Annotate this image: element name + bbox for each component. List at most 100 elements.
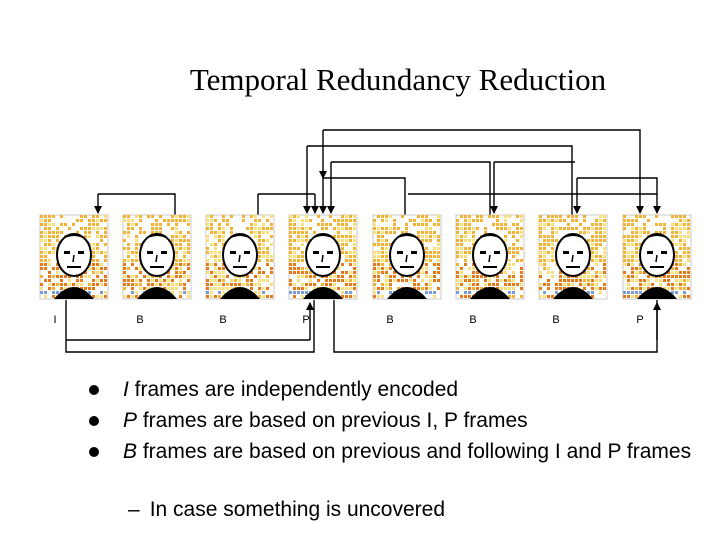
pixel-block — [520, 247, 523, 250]
pixel-block — [679, 295, 682, 298]
pixel-block — [96, 267, 99, 270]
pixel-block — [210, 215, 213, 218]
pixel-block — [341, 271, 344, 274]
pixel-block — [96, 263, 99, 266]
pixel-block — [254, 231, 257, 234]
pixel-block — [599, 235, 602, 238]
pixel-block — [655, 231, 658, 234]
pixel-block — [52, 283, 55, 286]
pixel-block — [127, 231, 130, 234]
pixel-block — [437, 243, 440, 246]
pixel-block — [671, 239, 674, 242]
pixel-block — [250, 283, 253, 286]
pixel-block — [468, 223, 471, 226]
pixel-block — [56, 275, 59, 278]
pixel-block — [425, 275, 428, 278]
pixel-block — [551, 239, 554, 242]
pixel-block — [456, 275, 459, 278]
pixel-block — [385, 251, 388, 254]
pixel-block — [305, 287, 308, 290]
pixel-block — [349, 291, 352, 294]
pixel-block — [289, 255, 292, 258]
pixel-block — [627, 235, 630, 238]
pixel-block — [687, 251, 690, 254]
pixel-block — [289, 279, 292, 282]
nose-shape — [405, 254, 408, 263]
pixel-block — [373, 259, 376, 262]
pixel-block — [520, 275, 523, 278]
pixel-block — [353, 259, 356, 262]
pixel-block — [639, 215, 642, 218]
pixel-block — [353, 255, 356, 258]
pixel-block — [262, 271, 265, 274]
pixel-block — [381, 283, 384, 286]
pixel-block — [131, 223, 134, 226]
pixel-block — [96, 219, 99, 222]
pixel-block — [96, 279, 99, 282]
pixel-block — [508, 227, 511, 230]
pixel-block — [270, 223, 273, 226]
pixel-block — [639, 291, 642, 294]
pixel-block — [543, 227, 546, 230]
pixel-block — [417, 215, 420, 218]
pixel-block — [456, 247, 459, 250]
pixel-block — [437, 259, 440, 262]
pixel-block — [293, 239, 296, 242]
pixel-block — [603, 231, 606, 234]
pixel-block — [460, 251, 463, 254]
pixel-block — [167, 283, 170, 286]
pixel-block — [623, 271, 626, 274]
pixel-block — [56, 263, 59, 266]
pixel-block — [559, 275, 562, 278]
nose-shape — [238, 254, 241, 263]
pixel-block — [631, 231, 634, 234]
pixel-block — [104, 243, 107, 246]
pixel-block — [341, 215, 344, 218]
pixel-block — [88, 283, 91, 286]
pixel-block — [179, 295, 182, 298]
pixel-block — [238, 283, 241, 286]
pixel-block — [456, 227, 459, 230]
pixel-block — [460, 247, 463, 250]
pixel-block — [40, 287, 43, 290]
pixel-block — [595, 287, 598, 290]
connector-line — [577, 177, 658, 194]
pixel-block — [429, 219, 432, 222]
pixel-block — [341, 295, 344, 298]
pixel-block — [258, 231, 261, 234]
pixel-block — [421, 239, 424, 242]
pixel-block — [571, 215, 574, 218]
pixel-block — [135, 239, 138, 242]
pixel-block — [563, 283, 566, 286]
pixel-block — [575, 219, 578, 222]
pixel-block — [543, 259, 546, 262]
pixel-block — [635, 259, 638, 262]
pixel-block — [345, 279, 348, 282]
pixel-block — [663, 227, 666, 230]
pixel-block — [353, 263, 356, 266]
pixel-block — [425, 223, 428, 226]
pixel-block — [127, 227, 130, 230]
pixel-block — [663, 231, 666, 234]
pixel-block — [512, 235, 515, 238]
pixel-block — [563, 287, 566, 290]
pixel-block — [40, 247, 43, 250]
pixel-block — [187, 267, 190, 270]
pixel-block — [683, 239, 686, 242]
pixel-block — [413, 223, 416, 226]
pixel-block — [679, 247, 682, 250]
pixel-block — [40, 291, 43, 294]
pixel-block — [266, 279, 269, 282]
pixel-block — [258, 219, 261, 222]
pixel-block — [547, 287, 550, 290]
pixel-block — [100, 227, 103, 230]
pixel-block — [159, 227, 162, 230]
pixel-block — [155, 227, 158, 230]
pixel-block — [539, 283, 542, 286]
pixel-block — [516, 231, 519, 234]
pixel-block — [187, 231, 190, 234]
pixel-block — [468, 295, 471, 298]
pixel-block — [679, 287, 682, 290]
pixel-block — [297, 287, 300, 290]
pixel-block — [270, 235, 273, 238]
